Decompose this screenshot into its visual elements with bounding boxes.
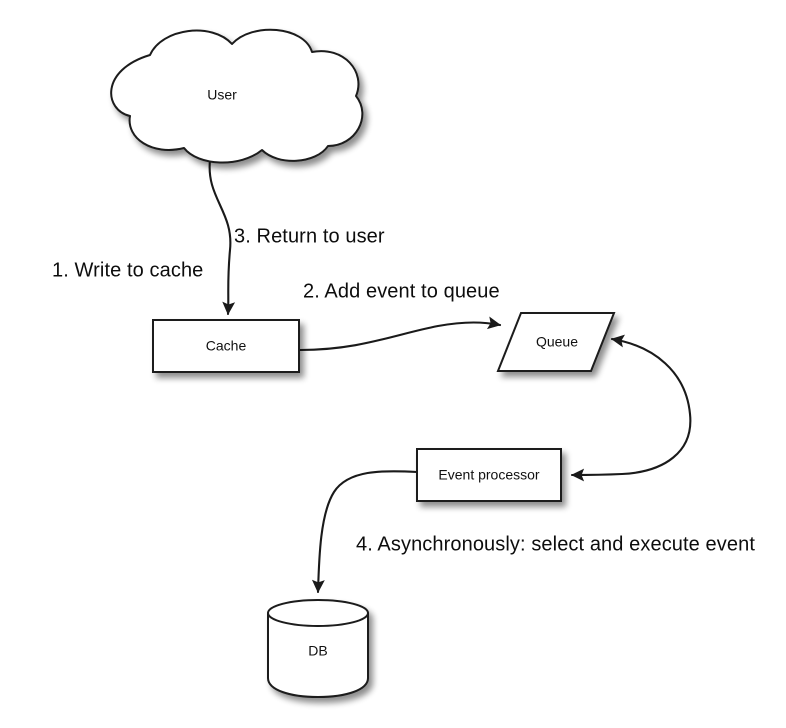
step-label-1: 1. Write to cache	[52, 259, 203, 281]
node-db-label: DB	[308, 643, 327, 659]
edge-user-to-cache	[208, 158, 236, 316]
edge-processor-to-db	[311, 470, 419, 594]
node-cache[interactable]	[152, 319, 300, 373]
node-event-processor-label: Event processor	[438, 467, 539, 483]
node-cache-label: Cache	[206, 338, 247, 354]
node-user-label: User	[207, 87, 237, 103]
node-queue[interactable]	[496, 312, 616, 372]
node-user[interactable]	[110, 28, 364, 164]
step-label-3: 3. Return to user	[234, 225, 385, 247]
node-event-processor[interactable]	[416, 448, 562, 502]
node-db[interactable]	[267, 599, 369, 698]
node-queue-label: Queue	[536, 334, 578, 350]
step-label-4: 4. Asynchronously: select and execute ev…	[356, 533, 755, 555]
edge-cache-to-queue	[298, 316, 502, 352]
step-label-2: 2. Add event to queue	[303, 280, 500, 302]
edge-queue-processor-loop	[570, 334, 692, 482]
